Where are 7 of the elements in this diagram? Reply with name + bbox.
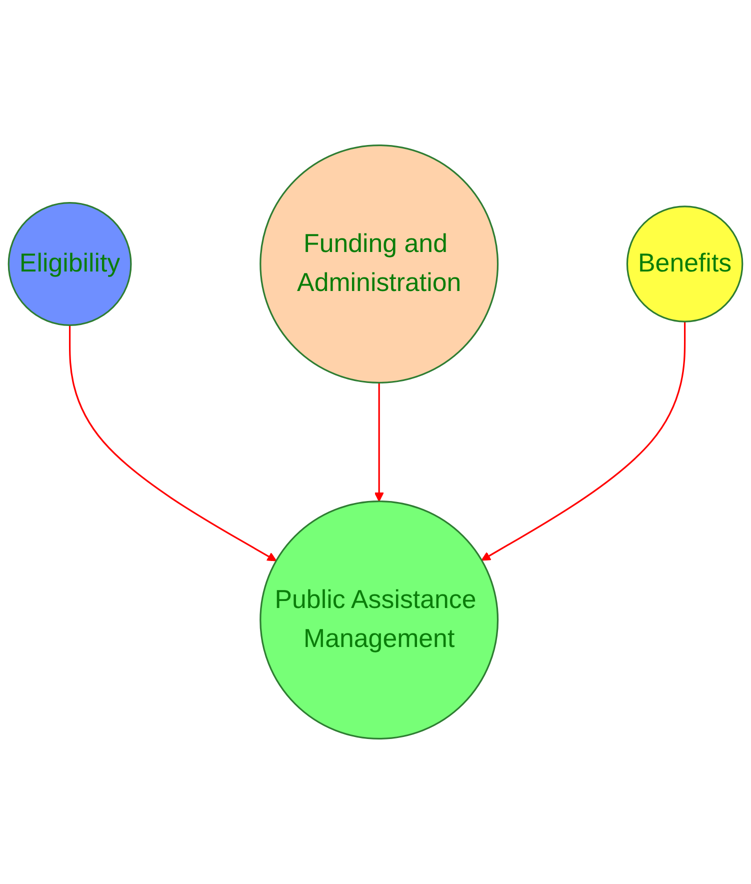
arrow [68, 325, 277, 562]
arrow [481, 322, 686, 561]
node-circle: Public Assistance Management [260, 500, 499, 740]
node-circle: Benefits [626, 206, 744, 322]
node-circle: Funding and Administration [260, 144, 499, 384]
node-circle: Eligibility [8, 202, 132, 326]
arrow [374, 382, 384, 502]
